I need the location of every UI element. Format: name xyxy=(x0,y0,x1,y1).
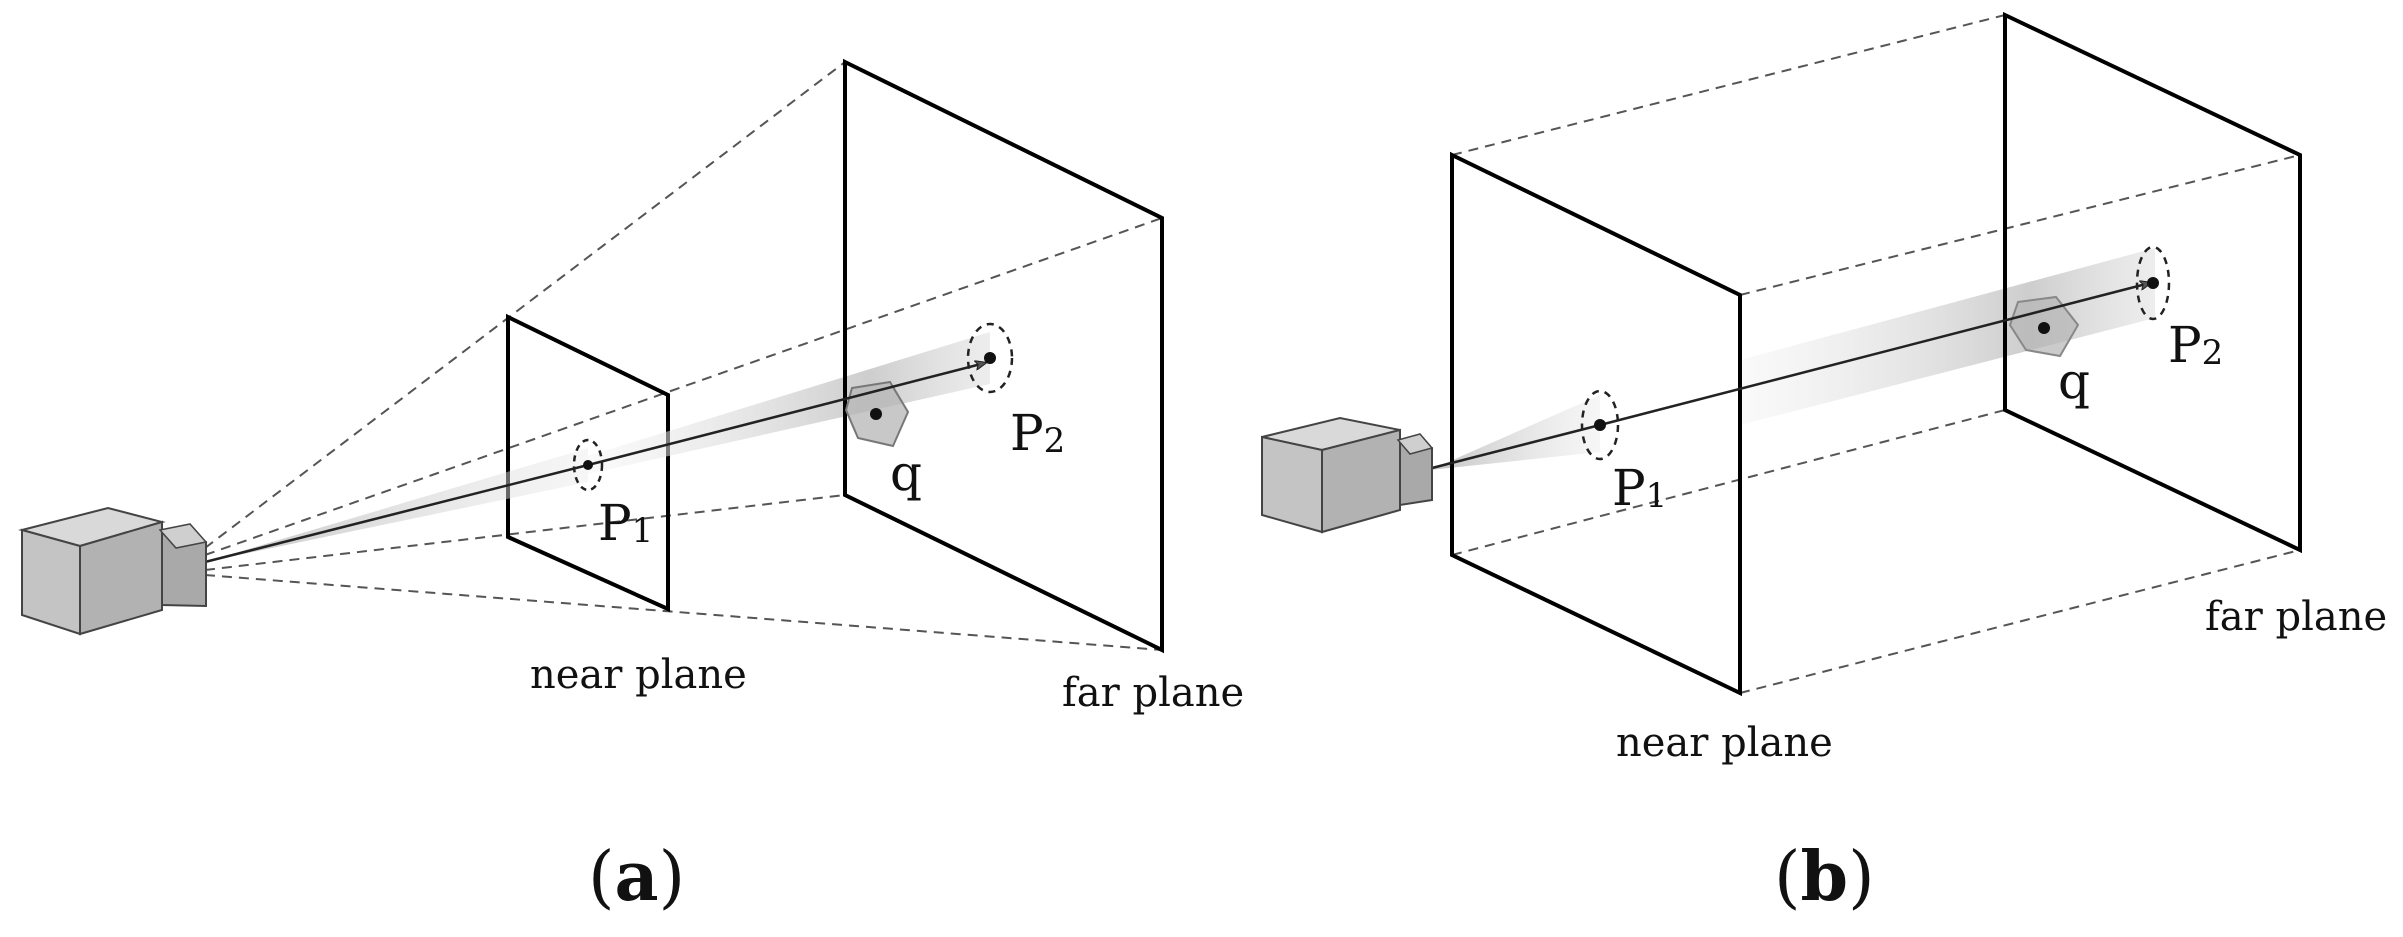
panel-a: near plane far plane P1 q P2 (a) xyxy=(18,58,1244,917)
ray-b-1 xyxy=(1431,423,1601,470)
far-plane-b xyxy=(2003,11,2302,554)
ray-a-2 xyxy=(587,363,985,467)
far-plane-a xyxy=(843,58,1164,654)
panel-b: near plane far plane P1 q P2 (b) xyxy=(1261,11,2387,917)
box-guides-b xyxy=(1451,14,2301,694)
p2-label-b: P2 xyxy=(2168,316,2223,374)
camera-icon-a xyxy=(18,506,208,636)
ray-a-1 xyxy=(204,463,589,564)
near-plane-a xyxy=(506,313,670,613)
q-point-a xyxy=(870,408,882,420)
camera-icon-b xyxy=(1261,416,1434,534)
near-plane-b xyxy=(1450,151,1742,697)
beam-cone-far-a xyxy=(588,332,990,474)
panel-label-a: (a) xyxy=(588,837,685,917)
beam-cone-near-a xyxy=(205,448,588,562)
p2-label-a: P2 xyxy=(1010,404,1065,462)
p2-point-b xyxy=(2147,277,2159,289)
p1-label-b: P1 xyxy=(1612,459,1667,517)
p1-region-b xyxy=(1580,389,1620,461)
near-plane-label-b: near plane xyxy=(1616,720,1833,766)
p1-point-a xyxy=(583,460,593,470)
near-plane-label-a: near plane xyxy=(530,652,747,698)
q-point-b xyxy=(2038,322,2050,334)
ray-b-2 xyxy=(1599,283,2150,427)
panel-label-b: (b) xyxy=(1774,837,1875,917)
p1-label-a: P1 xyxy=(598,494,653,552)
p1-region-a xyxy=(572,438,604,492)
far-plane-label-a: far plane xyxy=(1062,670,1244,716)
p1-point-b xyxy=(1594,419,1606,431)
p2-region-a xyxy=(966,322,1014,394)
q-label-a: q xyxy=(890,444,922,502)
beam-cone-near-b xyxy=(1430,395,1600,470)
p2-point-a xyxy=(984,352,996,364)
far-plane-label-b: far plane xyxy=(2205,594,2387,640)
p2-region-b xyxy=(2135,245,2171,321)
q-label-b: q xyxy=(2058,352,2090,410)
frustum-guides-a xyxy=(204,61,1163,651)
